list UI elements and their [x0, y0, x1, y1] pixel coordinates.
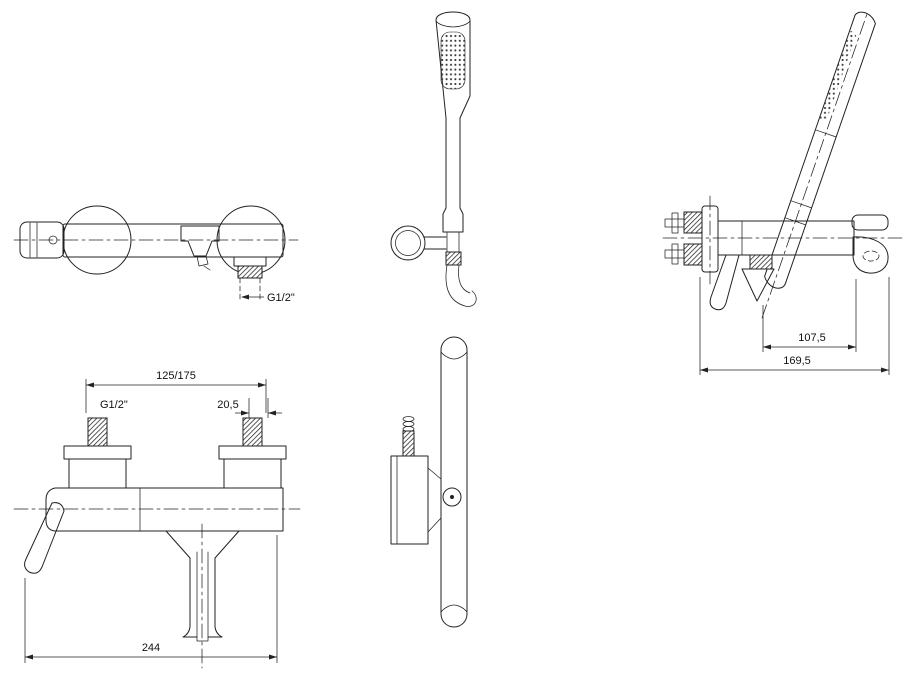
dim-label-wall-outlet-thread: G1/2": [267, 292, 295, 304]
spout-front: [165, 523, 240, 669]
handshower-profile: [440, 336, 468, 628]
right-escutcheon-front: [218, 445, 287, 489]
dimension-offset: 20,5: [217, 398, 282, 418]
handshower-side-view: [390, 336, 468, 628]
spray-face-side: [819, 30, 857, 122]
dimension-projection-total: 169,5: [699, 277, 890, 375]
hose: [445, 264, 477, 307]
right-inlet-thread: [242, 417, 263, 447]
hose-connector: [445, 231, 462, 266]
mixer-side-view: 107,5 169,5: [662, 10, 904, 375]
handshower-angled: [764, 11, 876, 289]
centerline-handshower: [761, 10, 869, 319]
spout-side: [852, 236, 889, 274]
head-seam: [440, 351, 468, 360]
dim-label-projection-total: 169,5: [783, 355, 811, 367]
dimension-overall-width: 244: [24, 535, 278, 663]
shower-outlet: [233, 256, 267, 303]
left-escutcheon-front: [63, 445, 132, 489]
spray-face: [440, 31, 466, 90]
holder-arm: [851, 214, 889, 231]
wall-mixer-front-view: G1/2": [13, 205, 299, 304]
dim-label-offset: 20,5: [217, 399, 238, 411]
dim-label-overall-width: 244: [142, 642, 160, 654]
lever-side: [709, 254, 740, 311]
wall-unions: [664, 211, 703, 266]
dim-label-projection-inner: 107,5: [798, 332, 826, 344]
shower-holder: [390, 225, 447, 261]
dim-label-inlet-distance: 125/175: [156, 370, 196, 382]
wall-bracket: [390, 416, 442, 545]
mixer-body-front: [45, 487, 284, 532]
holder-pivot: [442, 487, 462, 507]
head-cap-seam: [435, 20, 471, 28]
handshower-outline: [435, 11, 471, 233]
diverter-detail: [180, 225, 220, 271]
hose-cone: [741, 268, 775, 302]
dim-label-inlet-thread: G1/2": [100, 399, 128, 411]
lever-front: [24, 502, 65, 574]
left-escutcheon: [62, 205, 132, 275]
holder-pivot-center: [450, 495, 454, 499]
dimension-inlet-distance: 125/175: [85, 370, 267, 413]
bath-mixer-front-view: 125/175 G1/2" 20,5: [13, 370, 301, 669]
left-inlet-thread: [87, 417, 108, 447]
lever-end-view: [19, 221, 65, 259]
dimension-projection-inner: 107,5: [762, 279, 857, 352]
handshower-front-view: [390, 11, 477, 307]
bottom-seam: [440, 604, 468, 613]
mixer-body-side: [717, 220, 855, 256]
outlet-thread-side: [749, 254, 773, 270]
mixer-body: [62, 223, 284, 258]
dimension-outlet-thread: G1/2": [241, 292, 295, 304]
